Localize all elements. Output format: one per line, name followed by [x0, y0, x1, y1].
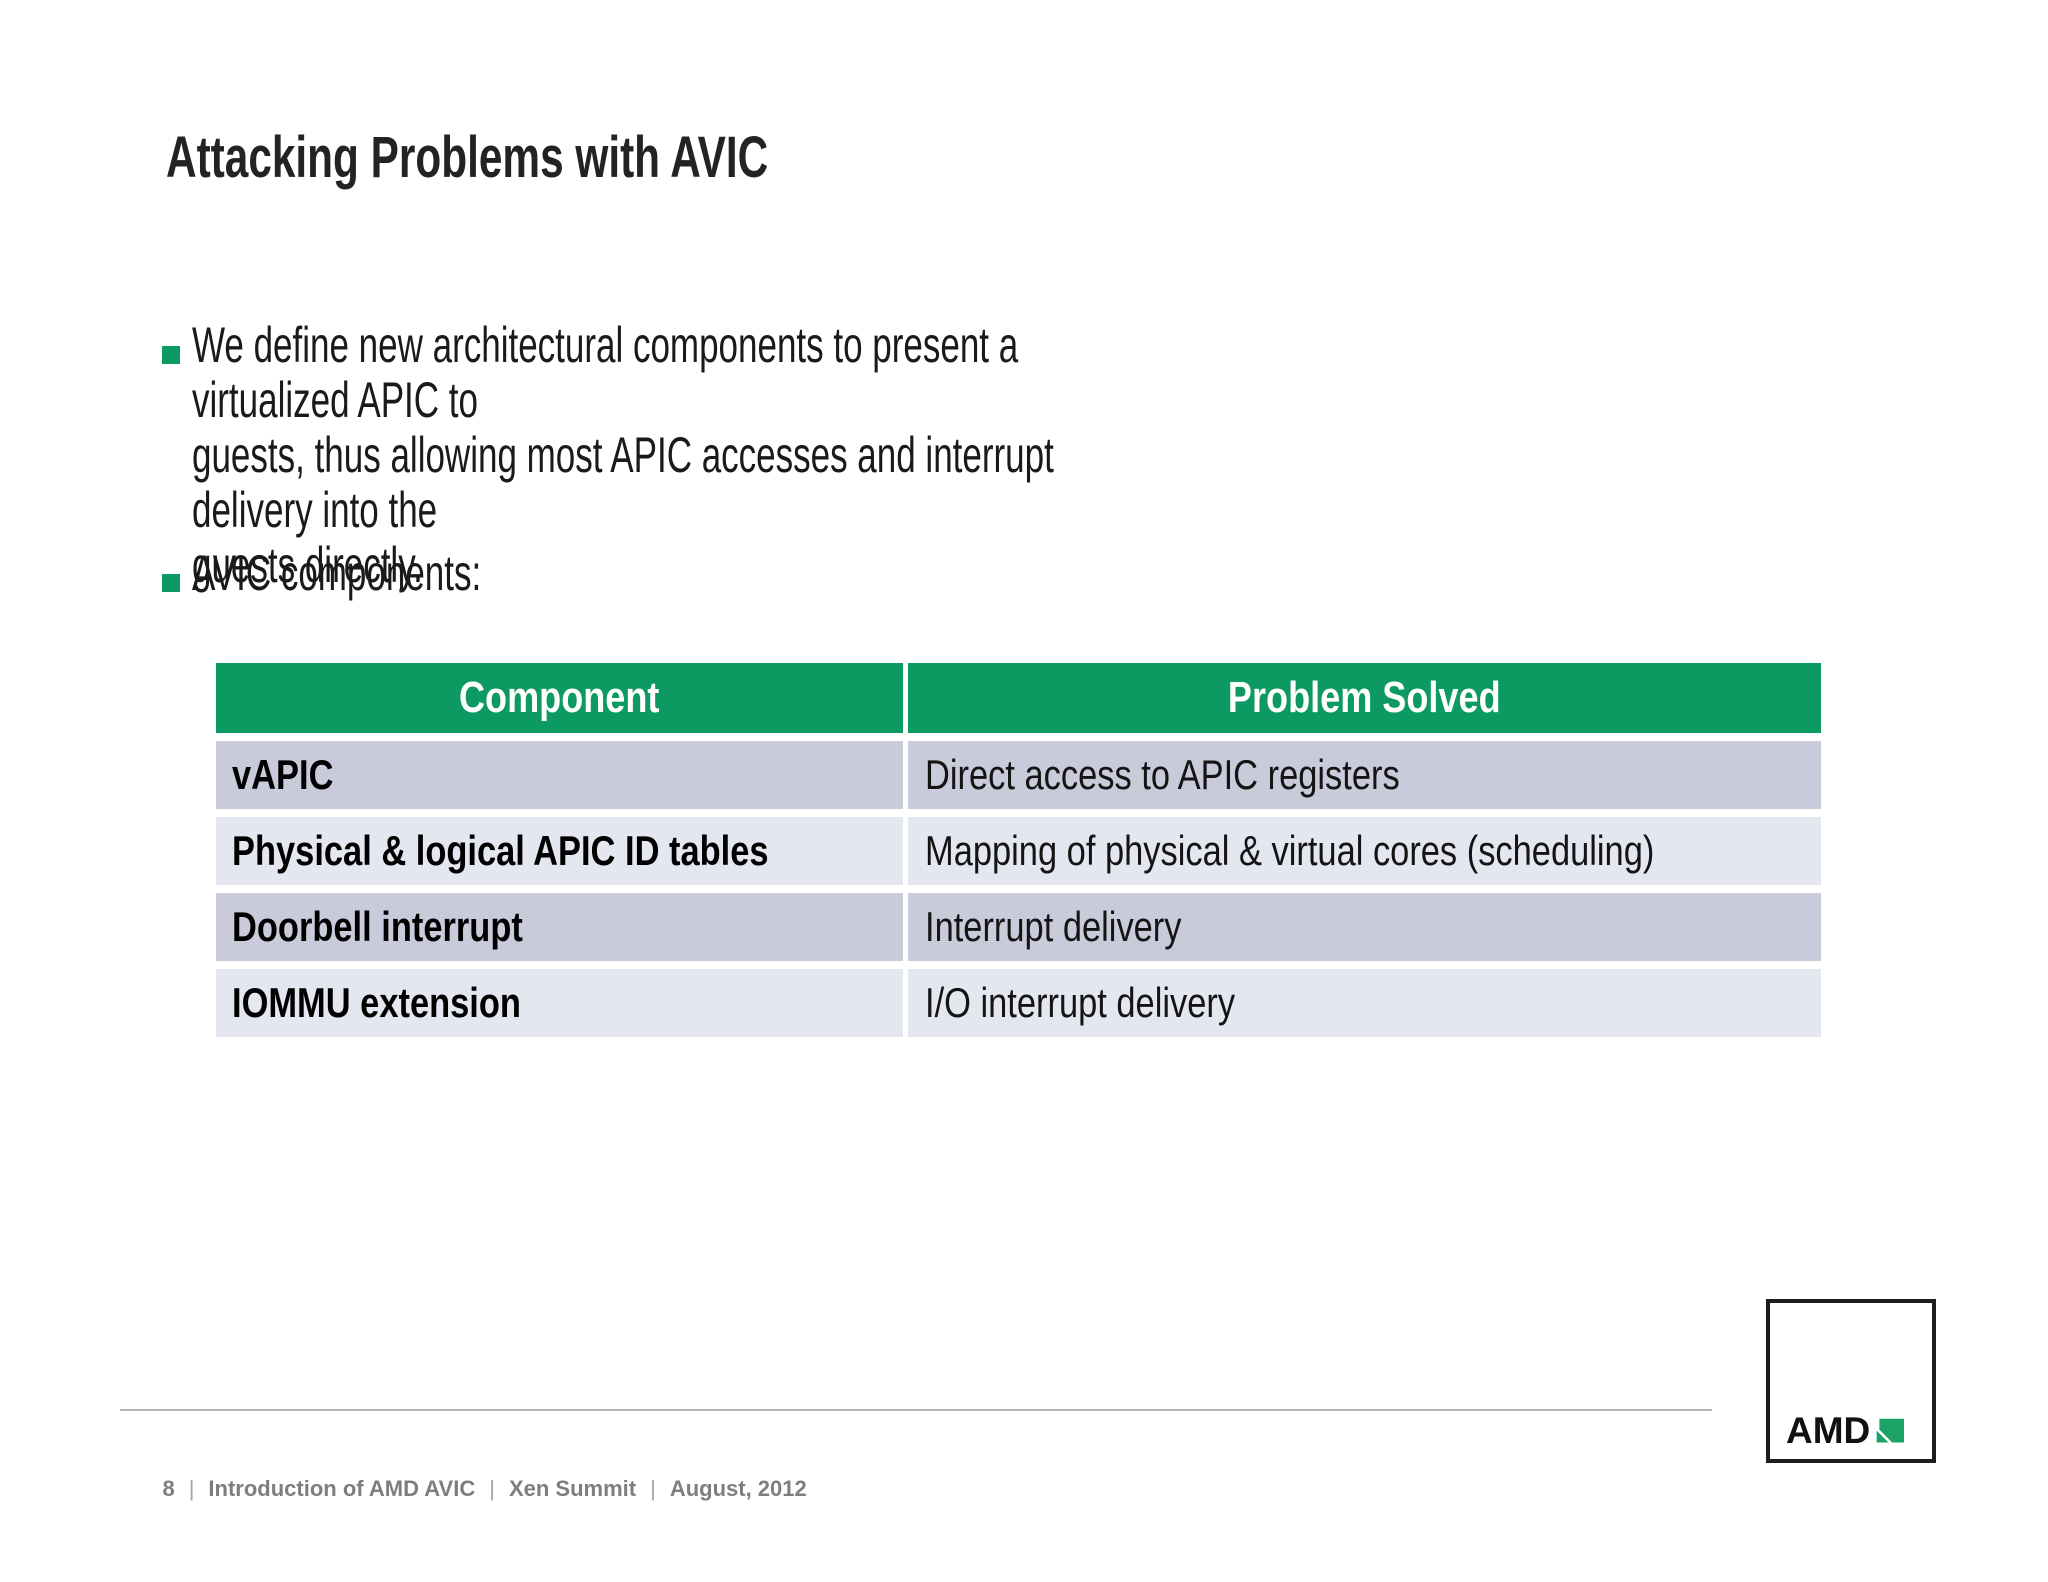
footer-separator: | [188, 1476, 195, 1501]
bullet-item: AVIC components: [192, 546, 1092, 601]
table-header-component: Component [216, 663, 903, 733]
components-table: Component Problem Solved vAPIC Direct ac… [216, 663, 1821, 1037]
table-row-2-problem: Interrupt delivery [908, 893, 1821, 961]
footer-page-number: 8 [162, 1476, 175, 1501]
table-header-problem-solved: Problem Solved [908, 663, 1821, 733]
footer-date: August, 2012 [669, 1476, 807, 1501]
table-row-1-component: Physical & logical APIC ID tables [216, 817, 903, 885]
footer: 8 | Introduction of AMD AVIC | Xen Summit | Au… [138, 1450, 807, 1528]
page-title: Attacking Problems with AVIC [166, 128, 991, 188]
footer-deck-title: Introduction of AMD AVIC [208, 1476, 476, 1501]
amd-logo-lockup: AMD [1786, 1410, 1905, 1451]
footer-event: Xen Summit [508, 1476, 637, 1501]
page-title-text: Attacking Problems with AVIC [166, 125, 769, 190]
amd-logo-text: AMD [1786, 1410, 1871, 1451]
footer-divider [120, 1409, 1712, 1411]
footer-separator: | [489, 1476, 495, 1501]
table-row-3-component: IOMMU extension [216, 969, 903, 1037]
amd-logo: AMD [1766, 1299, 1936, 1463]
table-row-1-problem: Mapping of physical & virtual cores (sch… [908, 817, 1821, 885]
bullet-item-text: We define new architectural components t… [192, 317, 1054, 593]
table-row-3-problem: I/O interrupt delivery [908, 969, 1821, 1037]
bullet-item-text: AVIC components: [192, 545, 482, 601]
bullet-square-icon [162, 346, 180, 364]
bullet-square-icon [162, 574, 180, 592]
bullet-item: We define new architectural components t… [192, 318, 1592, 593]
table-row-0-problem: Direct access to APIC registers [908, 741, 1821, 809]
table-row-2-component: Doorbell interrupt [216, 893, 903, 961]
table-row-0-component: vAPIC [216, 741, 903, 809]
footer-separator: | [650, 1476, 656, 1501]
amd-arrow-icon [1876, 1418, 1905, 1443]
